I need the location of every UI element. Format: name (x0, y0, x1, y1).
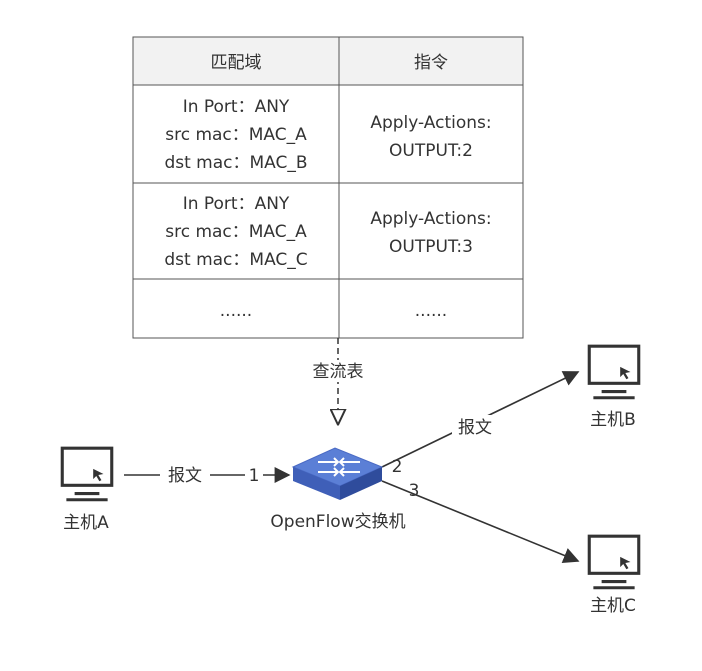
row3-match-ellipsis: ...... (220, 301, 252, 321)
port-3-label: 3 (409, 481, 420, 501)
lookup-label-background (303, 360, 373, 382)
header-instruction: 指令 (414, 53, 448, 73)
row2-match-line: src mac：MAC_A (165, 222, 307, 242)
link-b-label: 报文 (458, 418, 492, 438)
openflow-switch-icon (291, 447, 384, 500)
row1-match-line: src mac：MAC_A (165, 125, 307, 145)
table-header-background (132, 36, 524, 86)
header-match-field: 匹配域 (211, 53, 262, 73)
host-b-label: 主机B (590, 410, 636, 430)
port-2-label: 2 (392, 457, 403, 477)
row2-match-line: dst mac：MAC_C (164, 250, 307, 270)
row3-instruction-ellipsis: ...... (415, 301, 447, 321)
row1-match-line: In Port：ANY (183, 97, 290, 117)
host-a-label: 主机A (63, 513, 109, 533)
host-c-label: 主机C (590, 596, 636, 616)
row2-match-line: In Port：ANY (183, 194, 290, 214)
port-1-label: 1 (249, 466, 260, 486)
row1-match-line: dst mac：MAC_B (164, 153, 307, 173)
link-switch-to-host-c (381, 480, 580, 563)
host-a: 主机A (60, 446, 114, 533)
host-a-computer-icon (60, 446, 114, 502)
host-c-computer-icon (587, 534, 641, 590)
row1-instruction-line: Apply-Actions: (370, 113, 491, 133)
host-c: 主机C (587, 534, 641, 616)
table-border (132, 36, 524, 339)
link-a-label-background (160, 463, 210, 487)
row2-instruction-line: Apply-Actions: (370, 209, 491, 229)
port-1-label-background (245, 464, 263, 486)
row2-instruction-line: OUTPUT:3 (389, 237, 473, 257)
flow-table: 匹配域 指令 In Port：ANY src mac：MAC_A dst mac… (132, 36, 524, 339)
switch-label: OpenFlow交换机 (270, 512, 405, 532)
link-a-label: 报文 (168, 466, 202, 486)
lookup-label: 查流表 (313, 362, 364, 382)
host-b: 主机B (587, 344, 641, 430)
link-b-label-background (452, 415, 498, 439)
host-b-computer-icon (587, 344, 641, 400)
row1-instruction-line: OUTPUT:2 (389, 141, 473, 161)
